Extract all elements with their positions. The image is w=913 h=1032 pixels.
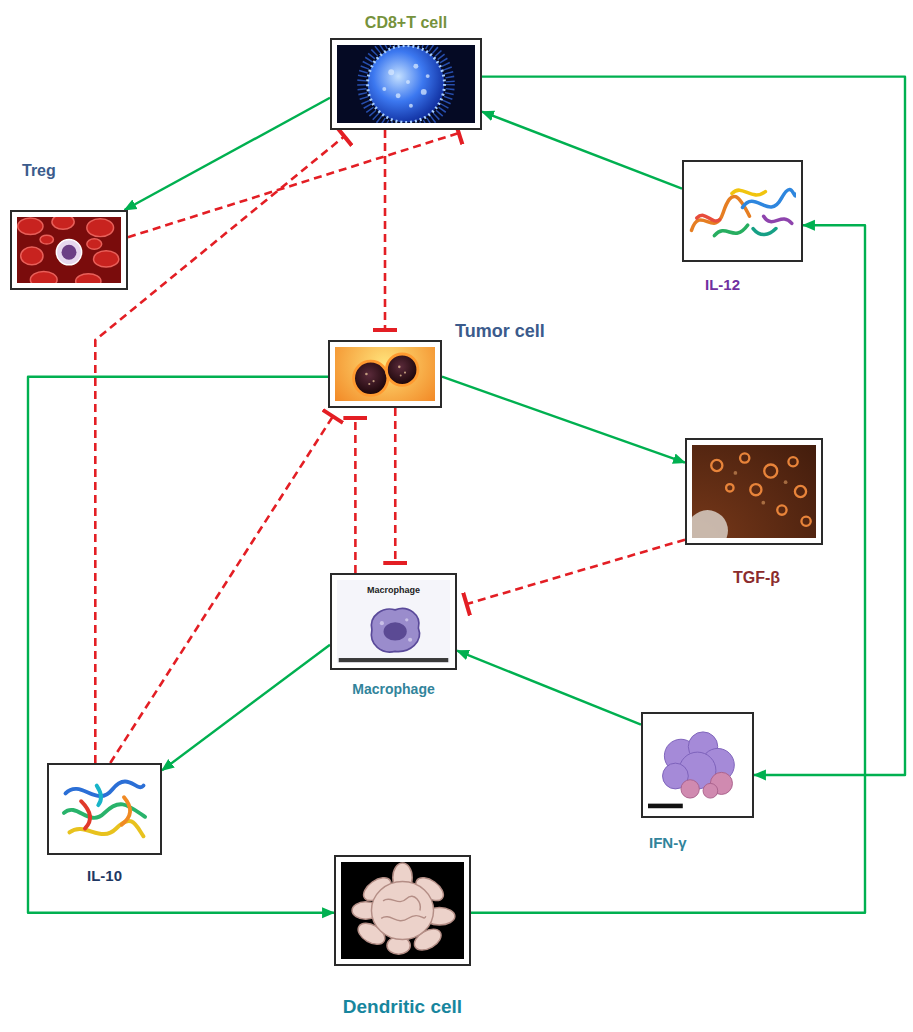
inhibition-line [95, 136, 344, 763]
label-slot: Tumor cell [455, 321, 545, 342]
cell-illustration [337, 45, 475, 123]
node-label: CD8+T cell [365, 14, 447, 32]
label-slot: IL-12 [705, 276, 740, 294]
label-slot: Macrophage [367, 579, 420, 597]
node-label: IL-12 [705, 276, 740, 293]
cell-illustration [689, 167, 796, 255]
cell-illustration [54, 770, 155, 848]
cell-illustration [341, 862, 464, 959]
cell-illustration [692, 445, 816, 538]
picture-box: IL-12 [682, 160, 803, 262]
cell-illustration [648, 719, 747, 811]
node-label: Dendritic cell [343, 996, 462, 1018]
node-label: TGF-β [733, 569, 780, 587]
label-slot: IFN-γ [649, 834, 687, 852]
node-label: IFN-γ [649, 834, 687, 851]
inhibition-line [384, 130, 387, 330]
cell-illustration-copy [648, 719, 747, 811]
picture-box: TGF-β [685, 438, 823, 545]
label-slot: TGF-β [733, 569, 780, 587]
picture-box: MacrophageMacrophage [330, 573, 457, 670]
inhibition-line [354, 418, 357, 573]
cell-illustration-copy [54, 770, 155, 848]
label-slot: Dendritic cell [343, 996, 462, 1018]
label-slot: CD8+T cell [365, 14, 447, 32]
activation-arrow [442, 377, 685, 463]
node-label: Macrophage [352, 681, 434, 697]
activation-arrow [162, 645, 330, 771]
activation-arrow [124, 98, 330, 210]
picture-box: IFN-γ [641, 712, 754, 818]
node-label: IL-10 [87, 867, 122, 884]
activation-arrow [482, 77, 905, 775]
picture-box: Treg [10, 210, 128, 290]
picture-box: CD8+T cell [330, 38, 482, 130]
cell-illustration-copy [692, 445, 816, 538]
label-slot: Treg [22, 162, 56, 180]
label-slot: IL-10 [87, 867, 122, 885]
inhibition-line [394, 408, 397, 563]
cell-illustration [335, 347, 435, 401]
cell-illustration-copy [337, 580, 450, 663]
cell-illustration-copy [337, 45, 475, 123]
activation-arrow [457, 651, 641, 725]
inhibition-line [467, 540, 685, 604]
cell-illustration-copy [335, 347, 435, 401]
cell-illustration-copy [341, 862, 464, 959]
inhibition-line [110, 416, 333, 763]
picture-box: IL-10 [47, 763, 162, 855]
picture-caption: Macrophage [367, 585, 420, 595]
label-slot: Macrophage [352, 680, 434, 698]
picture-box: Tumor cell [328, 340, 442, 408]
activation-arrow [482, 112, 682, 189]
picture-box: Dendritic cell [334, 855, 471, 966]
cell-illustration-copy [689, 167, 796, 255]
cell-illustration [17, 217, 121, 283]
node-label: Tumor cell [455, 321, 545, 342]
node-label: Treg [22, 162, 56, 180]
cell-illustration-copy [17, 217, 121, 283]
inhibition-line [128, 133, 459, 237]
